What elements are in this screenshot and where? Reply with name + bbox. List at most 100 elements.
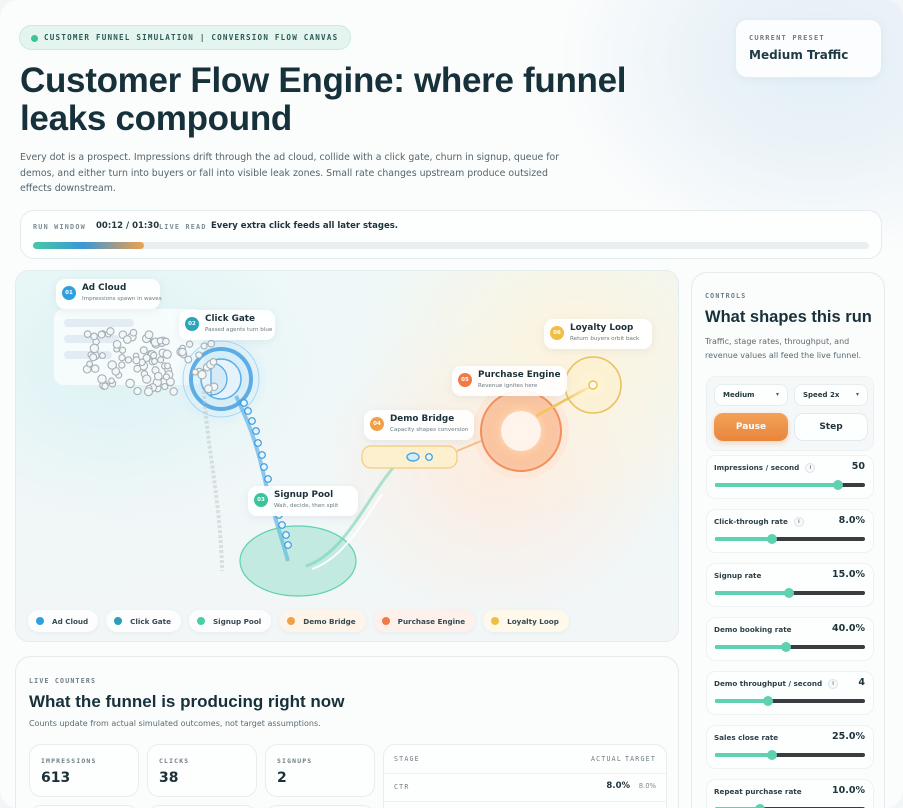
stat-label: SIGNUPS xyxy=(277,757,313,765)
node-name: Loyalty Loop xyxy=(570,323,634,333)
live-counters-panel: LIVE COUNTERS What the funnel is produci… xyxy=(15,656,679,808)
stat-value: 38 xyxy=(159,770,179,786)
traffic-select-value: Medium xyxy=(723,391,755,399)
stage-table: STAGE ACTUAL TARGET CTR 8.0% 8.0% xyxy=(383,744,667,808)
info-icon[interactable]: i xyxy=(828,679,839,689)
legend-label: Loyalty Loop xyxy=(507,616,559,626)
slider-thumb[interactable] xyxy=(780,642,791,652)
slider-value: 50 xyxy=(851,461,865,472)
stat-label: CLICKS xyxy=(159,757,190,765)
node-number-badge: 04 xyxy=(370,417,384,431)
slider-thumb[interactable] xyxy=(833,480,843,490)
node-description: Capacity shapes conversion xyxy=(390,427,469,433)
node-number-badge: 02 xyxy=(185,317,199,331)
node-signup-pool[interactable]: 03 Signup Pool Wait, decide, then split xyxy=(248,486,358,516)
live-read-text: Every extra click feeds all later stages… xyxy=(211,221,398,231)
slider-fill xyxy=(715,483,838,487)
slider-thumb[interactable] xyxy=(755,804,765,808)
legend-demo-bridge[interactable]: Demo Bridge xyxy=(279,610,366,632)
node-name: Demo Bridge xyxy=(390,414,455,424)
slider-track[interactable] xyxy=(715,480,865,490)
table-row: CTR 8.0% 8.0% xyxy=(384,773,666,801)
canvas-legend: Ad Cloud Click Gate Signup Pool Demo Bri… xyxy=(28,610,569,632)
slider-track[interactable] xyxy=(715,642,865,652)
legend-dot-icon xyxy=(196,617,205,625)
slider-track[interactable] xyxy=(715,588,865,598)
slider-thumb[interactable] xyxy=(762,696,773,706)
stat-signups: SIGNUPS 2 xyxy=(265,744,375,797)
controls-eyebrow: CONTROLS xyxy=(705,292,747,300)
slider-fill xyxy=(715,645,786,649)
stat-value: 613 xyxy=(41,770,71,786)
slider-thumb[interactable] xyxy=(767,534,777,544)
controls-title: What shapes this run xyxy=(705,308,872,326)
slider-track[interactable] xyxy=(715,696,865,706)
stage-target: 8.0% xyxy=(638,782,656,790)
chevron-down-icon: ▾ xyxy=(775,391,779,398)
node-loyalty-loop[interactable]: 06 Loyalty Loop Return buyers orbit back xyxy=(544,319,652,349)
preset-label: CURRENT PRESET xyxy=(749,34,825,42)
live-read-label: LIVE READ xyxy=(159,223,207,231)
stat-value: 2 xyxy=(277,770,287,786)
stat-label: IMPRESSIONS xyxy=(41,757,97,765)
legend-click-gate[interactable]: Click Gate xyxy=(106,610,181,632)
flow-visualization xyxy=(54,309,622,597)
slider-fill xyxy=(715,591,789,595)
legend-label: Purchase Engine xyxy=(397,616,466,626)
speed-select[interactable]: Speed 2x ▾ xyxy=(794,384,868,406)
counters-title: What the funnel is producing right now xyxy=(29,692,345,711)
stage-actual: 8.0% xyxy=(606,781,630,791)
legend-ad-cloud[interactable]: Ad Cloud xyxy=(28,610,99,632)
step-button[interactable]: Step xyxy=(794,413,868,441)
funnel-canvas[interactable]: 01 Ad Cloud Impressions spawn in waves 0… xyxy=(15,270,679,642)
node-purchase-engine[interactable]: 05 Purchase Engine Revenue ignites here xyxy=(452,366,567,396)
controls-panel: CONTROLS What shapes this run Traffic, s… xyxy=(691,272,885,808)
legend-signup-pool[interactable]: Signup Pool xyxy=(188,610,272,632)
slider-label: Sales close rate xyxy=(714,733,779,742)
slider-value: 15.0% xyxy=(832,569,865,580)
page-title: Customer Flow Engine: where funnel leaks… xyxy=(20,61,627,138)
run-window-label: RUN WINDOW xyxy=(33,223,86,231)
node-demo-bridge[interactable]: 04 Demo Bridge Capacity shapes conversio… xyxy=(364,410,474,440)
info-icon[interactable]: i xyxy=(793,517,804,527)
legend-purchase-engine[interactable]: Purchase Engine xyxy=(373,610,476,632)
slider-signup-rate: Signup rate 15.0% xyxy=(706,563,874,607)
eyebrow-pill: CUSTOMER FUNNEL SIMULATION | CONVERSION … xyxy=(19,25,352,50)
run-progress-track xyxy=(33,242,869,249)
legend-label: Click Gate xyxy=(130,616,171,626)
legend-label: Signup Pool xyxy=(212,616,262,626)
stage-name: CTR xyxy=(394,783,410,791)
slider-label: Demo booking rate xyxy=(714,625,792,634)
slider-value: 40.0% xyxy=(832,623,865,634)
run-progress-fill xyxy=(33,242,145,249)
node-description: Passed agents turn blue xyxy=(205,327,273,333)
slider-track[interactable] xyxy=(715,534,865,544)
node-name: Click Gate xyxy=(205,314,255,324)
legend-label: Demo Bridge xyxy=(303,616,356,626)
slider-label: Repeat purchase rate xyxy=(714,787,802,796)
node-click-gate[interactable]: 02 Click Gate Passed agents turn blue xyxy=(179,310,275,340)
slider-thumb[interactable] xyxy=(767,750,777,760)
slider-value: 8.0% xyxy=(838,515,865,526)
node-ad-cloud[interactable]: 01 Ad Cloud Impressions spawn in waves xyxy=(56,279,162,309)
legend-loyalty-loop[interactable]: Loyalty Loop xyxy=(483,610,569,632)
legend-dot-icon xyxy=(381,617,390,625)
traffic-select[interactable]: Medium ▾ xyxy=(714,384,788,406)
slider-label: Signup rate xyxy=(714,571,762,580)
column-header-target: TARGET xyxy=(624,755,656,763)
node-number-badge: 06 xyxy=(550,326,564,340)
slider-fill xyxy=(715,699,768,703)
chevron-down-icon: ▾ xyxy=(855,391,859,398)
node-number-badge: 03 xyxy=(254,493,268,507)
counters-eyebrow: LIVE COUNTERS xyxy=(29,677,97,685)
slider-thumb[interactable] xyxy=(783,588,794,598)
slider-track[interactable] xyxy=(715,750,865,760)
pause-button[interactable]: Pause xyxy=(714,413,788,441)
preset-value: Medium Traffic xyxy=(749,48,849,62)
info-icon[interactable]: i xyxy=(805,463,816,473)
